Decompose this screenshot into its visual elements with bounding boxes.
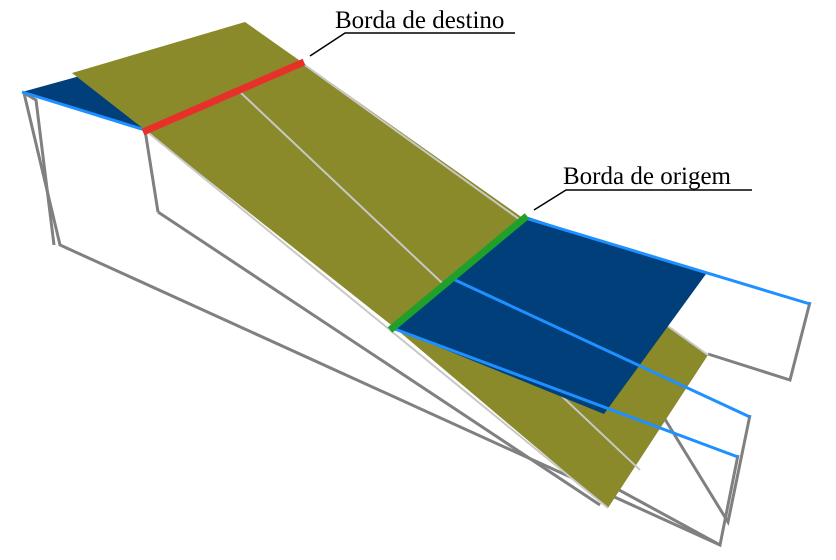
- left-box-inner-floor: [157, 210, 601, 507]
- source-edge-marker: [387, 213, 530, 333]
- source-edge-callout-line: [533, 189, 752, 211]
- source-edge-label: Borda de origem: [563, 163, 732, 190]
- light-blue-edges: [21, 90, 811, 459]
- right-box-upper: [707, 301, 812, 382]
- olive-center-line: [239, 91, 641, 471]
- left-box-outline: [22, 92, 721, 547]
- target-edge-callout-line: [309, 32, 515, 57]
- left-box-inner-vertical: [143, 129, 160, 213]
- lower-blue-edge: [391, 326, 739, 459]
- right-box-middle: [650, 397, 752, 527]
- target-edge-marker: [141, 58, 306, 136]
- right-box-lower: [609, 454, 740, 548]
- olive-left-edge-line: [144, 129, 609, 509]
- target-edge-label: Borda de destino: [335, 7, 504, 34]
- upper-right-blue-edge: [524, 216, 811, 306]
- middle-blue-edge: [454, 278, 751, 419]
- right-box-wireframe: [609, 301, 812, 548]
- top-left-blue-edge: [21, 90, 146, 132]
